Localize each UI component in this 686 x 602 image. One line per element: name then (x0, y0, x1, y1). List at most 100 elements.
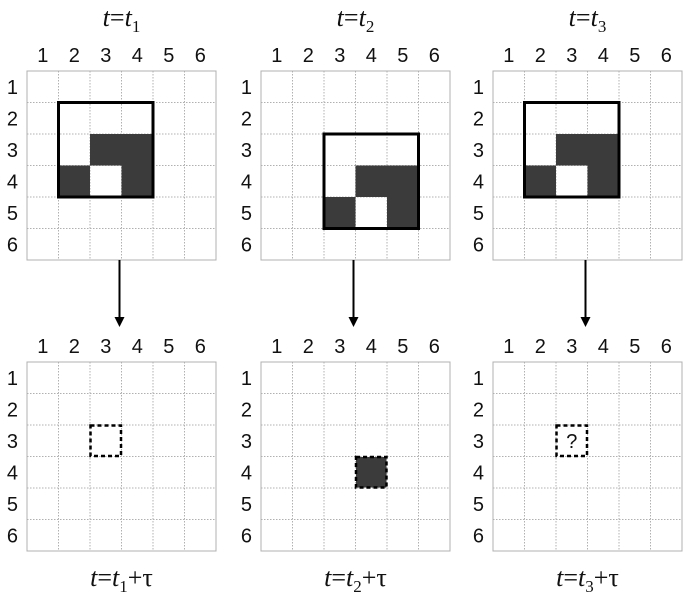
column-label: 4 (366, 45, 377, 67)
time-subscript: 1 (132, 17, 141, 36)
time-variable: t (359, 3, 367, 32)
time-symbol: t (90, 563, 98, 592)
filled-cell (524, 165, 556, 197)
column-label: 1 (271, 336, 282, 358)
column-label: 3 (334, 336, 345, 358)
filled-cell (556, 134, 588, 166)
row-label: 3 (7, 431, 18, 453)
row-label: 3 (7, 140, 18, 162)
time-variable: t (578, 563, 586, 592)
filled-cell (587, 134, 619, 166)
row-label: 1 (7, 368, 18, 390)
time-variable: t (125, 3, 133, 32)
row-label: 2 (7, 399, 18, 421)
column-label: 5 (163, 45, 174, 67)
plus-sign: + (128, 563, 143, 592)
time-variable: t (112, 563, 120, 592)
column-label: 6 (429, 45, 440, 67)
column-label: 6 (195, 45, 206, 67)
filled-cell (387, 197, 419, 229)
row-label: 2 (473, 108, 484, 130)
column-label: 2 (69, 336, 80, 358)
row-label: 3 (473, 140, 484, 162)
time-label: t=t1 (103, 3, 141, 36)
filled-cell (587, 165, 619, 197)
equals-sign: = (110, 3, 125, 32)
column-label: 2 (303, 336, 314, 358)
column-label: 1 (503, 45, 514, 67)
row-label: 5 (473, 494, 484, 516)
time-subscript: 3 (585, 577, 594, 596)
column-label: 3 (566, 45, 577, 67)
target-cell (354, 455, 388, 489)
row-label: 3 (241, 431, 252, 453)
filled-cell (324, 197, 356, 229)
column-label: 1 (37, 336, 48, 358)
row-label: 2 (473, 399, 484, 421)
neighborhood-window (322, 132, 420, 230)
column-label: 2 (535, 336, 546, 358)
tau-symbol: τ (608, 563, 618, 592)
row-label: 6 (7, 234, 18, 256)
equals-sign: = (331, 563, 346, 592)
column-label: 4 (598, 336, 609, 358)
row-label: 6 (241, 525, 252, 547)
bottom-panel-grid (26, 361, 217, 552)
neighborhood-window (57, 101, 155, 199)
time-variable: t (591, 3, 599, 32)
equals-sign: = (563, 563, 578, 592)
row-label: 6 (473, 234, 484, 256)
row-label: 1 (473, 77, 484, 99)
equals-sign: = (97, 563, 112, 592)
row-label: 3 (473, 431, 484, 453)
row-label: 2 (7, 108, 18, 130)
filled-cell (121, 165, 153, 197)
time-subscript: 3 (598, 17, 607, 36)
target-cell (89, 424, 123, 458)
column-label: 5 (397, 45, 408, 67)
column-label: 6 (661, 45, 672, 67)
row-label: 5 (7, 494, 18, 516)
column-label: 2 (303, 45, 314, 67)
time-variable: t (346, 563, 354, 592)
column-label: 3 (100, 45, 111, 67)
column-label: 5 (163, 336, 174, 358)
column-label: 3 (100, 336, 111, 358)
column-label: 4 (132, 45, 143, 67)
filled-cell (121, 134, 153, 166)
row-label: 5 (473, 203, 484, 225)
time-subscript: 1 (119, 577, 128, 596)
column-label: 1 (503, 336, 514, 358)
row-label: 5 (7, 203, 18, 225)
tau-symbol: τ (376, 563, 386, 592)
filled-cell (90, 134, 122, 166)
equals-sign: = (344, 3, 359, 32)
column-label: 1 (271, 45, 282, 67)
row-label: 1 (7, 77, 18, 99)
row-label: 4 (473, 171, 484, 193)
filled-cell (58, 165, 90, 197)
time-symbol: t (103, 3, 111, 32)
column-label: 3 (334, 45, 345, 67)
column-label: 6 (661, 336, 672, 358)
filled-cell (387, 165, 419, 197)
row-label: 1 (241, 77, 252, 99)
column-label: 4 (598, 45, 609, 67)
row-label: 5 (241, 494, 252, 516)
column-label: 5 (629, 45, 640, 67)
time-label: t=t2 (337, 3, 375, 36)
column-label: 1 (37, 45, 48, 67)
plus-sign: + (362, 563, 377, 592)
time-symbol: t (337, 3, 345, 32)
time-label: t=t1+τ (90, 563, 153, 596)
unknown-state-mark: ? (566, 431, 577, 453)
column-label: 4 (366, 336, 377, 358)
time-symbol: t (324, 563, 332, 592)
time-symbol: t (569, 3, 577, 32)
